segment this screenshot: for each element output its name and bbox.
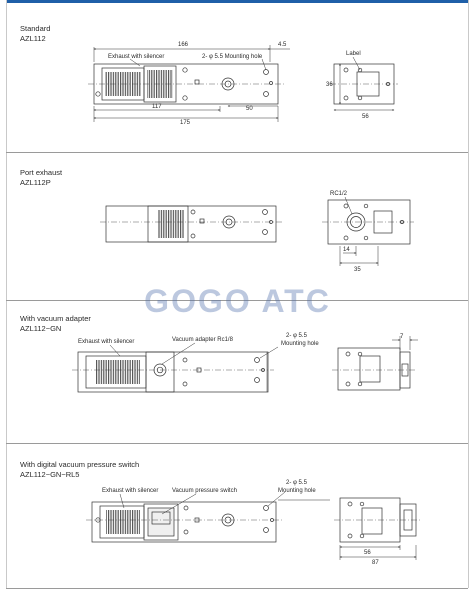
watermark-text: GOGO ATC	[144, 283, 331, 319]
vacuum-adapter-side-view	[332, 336, 418, 391]
dim-117: 117	[152, 104, 162, 110]
dim-166: 166	[178, 42, 189, 48]
section-divider-2	[6, 300, 468, 301]
callout-rc-1-2: RC1/2	[330, 191, 348, 197]
page-frame	[6, 0, 469, 588]
standard-front-view	[88, 63, 284, 105]
dim-36: 36	[326, 82, 333, 88]
callout-mounting-hole-1: 2- φ 5.5	[286, 333, 308, 339]
dim-87: 87	[372, 560, 379, 566]
callout-mounting-hole: 2- φ 5.5 Mounting hole	[202, 54, 263, 60]
top-accent-bar	[6, 0, 469, 3]
callout-label: Label	[346, 51, 361, 57]
dim-14: 14	[343, 247, 350, 253]
standard-side-view	[330, 56, 398, 111]
vacuum-adapter-front-view	[72, 342, 279, 393]
callout-exhaust-silencer-rl5: Exhaust with silencer	[102, 488, 158, 494]
callout-mounting-hole-2: Mounting hole	[281, 341, 319, 347]
port-exhaust-side-view	[322, 196, 414, 266]
port-exhaust-front-view	[100, 205, 282, 243]
section-code-standard: AZL112	[20, 34, 46, 43]
section-code-vacuum-adapter: AZL112−GN	[20, 324, 62, 333]
section-code-port-exhaust: AZL112P	[20, 178, 51, 187]
section-code-pressure-switch: AZL112−GN−RL5	[20, 470, 80, 479]
callout-pressure-switch: Vacuum pressure switch	[172, 488, 237, 494]
section-title-pressure-switch: With digital vacuum pressure switch	[20, 460, 140, 469]
dim-175: 175	[180, 120, 191, 126]
dim-56-rl5: 56	[364, 550, 371, 556]
section-divider-1	[6, 152, 468, 153]
callout-mounting-hole-rl5-2: Mounting hole	[278, 488, 316, 494]
pressure-switch-front-view	[86, 491, 330, 543]
callout-exhaust-silencer: Exhaust with silencer	[108, 54, 164, 60]
standard-dimension-lines	[93, 45, 290, 122]
section-divider-4	[6, 588, 468, 589]
dim-7: 7	[400, 334, 404, 340]
callout-vacuum-adapter: Vacuum adapter Rc1/8	[172, 337, 234, 343]
section-title-vacuum-adapter: With vacuum adapter	[20, 314, 91, 323]
section-divider-3	[6, 443, 468, 444]
dim-50: 50	[246, 106, 253, 112]
pressure-switch-side-view	[334, 497, 420, 560]
callout-mounting-hole-rl5-1: 2- φ 5.5	[286, 480, 308, 486]
dim-35: 35	[354, 267, 361, 273]
dim-56: 56	[362, 114, 369, 120]
section-title-port-exhaust: Port exhaust	[20, 168, 63, 177]
section-title-standard: Standard	[20, 24, 51, 33]
callout-exhaust-silencer-gn: Exhaust with silencer	[78, 339, 134, 345]
dim-4-5: 4.5	[278, 42, 287, 48]
